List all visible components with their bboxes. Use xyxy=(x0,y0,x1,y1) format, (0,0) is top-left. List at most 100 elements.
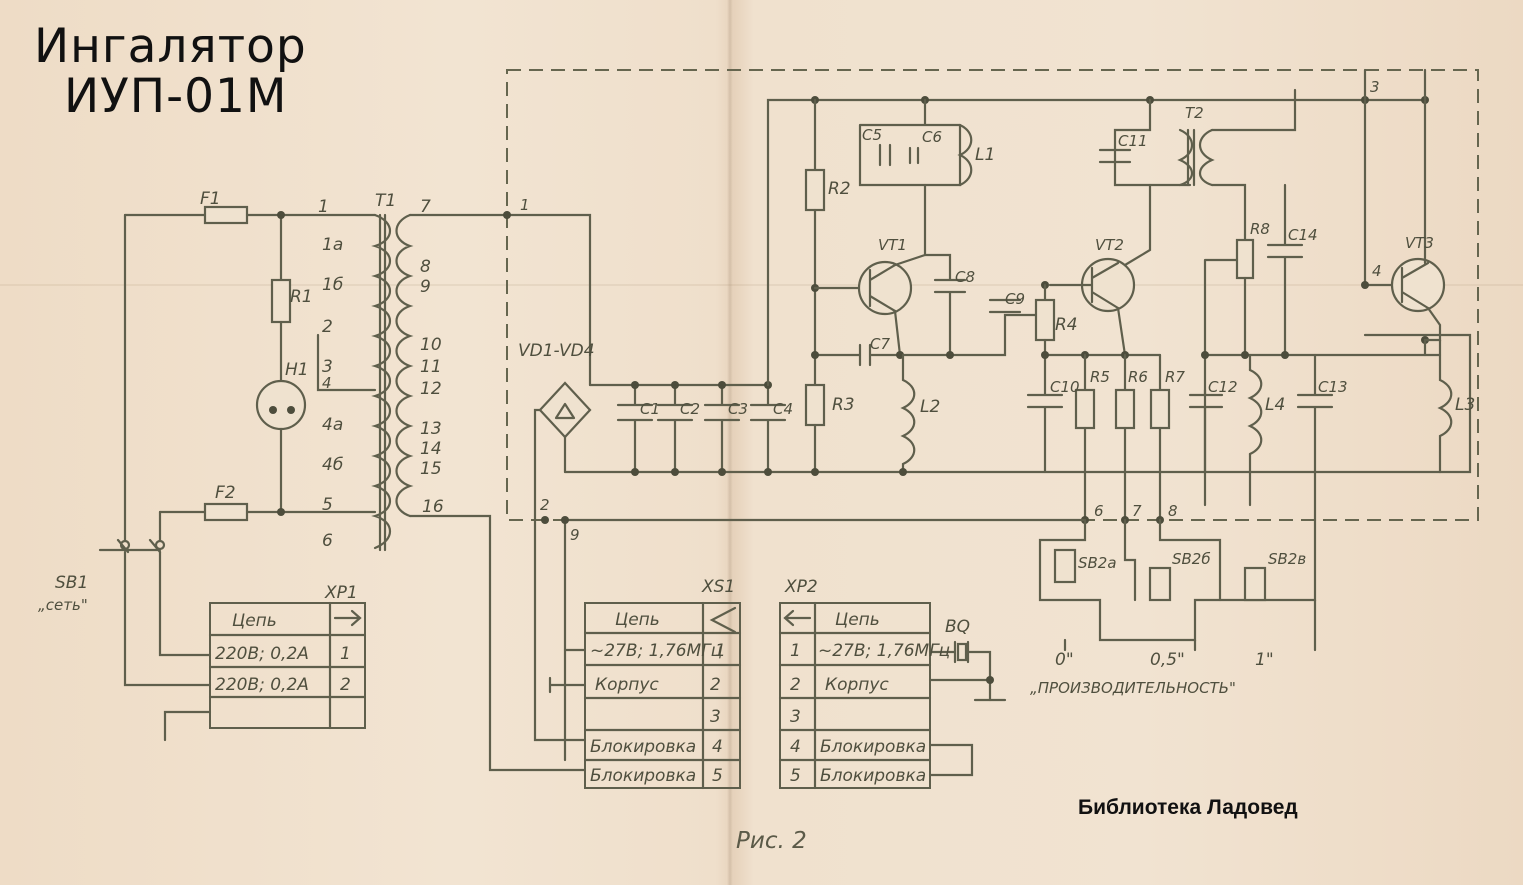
svg-text:C6: C6 xyxy=(922,128,942,146)
xp2-header: Цепь xyxy=(835,610,880,630)
transistor-labels: VT1 VT2 VT3 T2 xyxy=(878,104,1434,254)
performance-switches xyxy=(1038,518,1317,652)
oscillator-stage xyxy=(766,96,1429,476)
inductor-labels: L1 L2 L3 L4 xyxy=(920,145,1475,417)
svg-text:13: 13 xyxy=(420,419,442,439)
xp2-row2-circuit: Корпус xyxy=(825,675,889,695)
svg-text:0,5": 0,5" xyxy=(1150,650,1185,670)
svg-text:14: 14 xyxy=(420,439,442,459)
xp1-row2-circuit: 220В; 0,2А xyxy=(215,675,309,695)
primary-tap-labels: 1 1а 1б 2 3 4 4а 4б 5 6 xyxy=(318,197,343,551)
svg-text:1б: 1б xyxy=(322,275,343,295)
title-line-1: Ингалятор xyxy=(34,19,307,74)
resistor-r4 xyxy=(1034,298,1056,342)
xs1-row1-pin: 1 xyxy=(715,641,726,661)
button-labels: SB2а SB2б SB2в xyxy=(1078,550,1306,572)
label-f1: F1 xyxy=(200,189,221,209)
svg-text:10: 10 xyxy=(420,335,442,355)
transformer-t2-primary xyxy=(1177,128,1194,187)
svg-text:C7: C7 xyxy=(870,335,890,353)
table-xp1 xyxy=(208,601,367,730)
resistor-r6 xyxy=(1114,388,1136,430)
page-fold xyxy=(727,0,733,885)
svg-text:L3: L3 xyxy=(1455,395,1475,415)
svg-text:11: 11 xyxy=(420,357,442,377)
performance-labels: 0" 0,5" 1" „ПРОИЗВОДИТЕЛЬНОСТЬ" xyxy=(1030,650,1274,697)
mains-input xyxy=(98,205,377,742)
xs1-row1-circuit: ~27В; 1,76МГц xyxy=(590,641,722,661)
xp2-row4-pin: 4 xyxy=(790,737,801,757)
title-line-2: ИУП-01М xyxy=(64,69,288,124)
xs1-row4-pin: 4 xyxy=(712,737,723,757)
svg-text:16: 16 xyxy=(422,497,444,517)
xs1-row3-pin: 3 xyxy=(710,707,721,727)
svg-text:15: 15 xyxy=(420,459,442,479)
svg-text:VT1: VT1 xyxy=(878,236,907,254)
svg-text:R6: R6 xyxy=(1128,368,1148,386)
svg-text:L2: L2 xyxy=(920,397,940,417)
svg-text:3: 3 xyxy=(322,357,333,377)
table-xp2 xyxy=(778,601,932,790)
svg-text:R2: R2 xyxy=(828,179,851,199)
button-sb2b xyxy=(1148,566,1172,602)
svg-text:9: 9 xyxy=(570,526,580,544)
label-sb1: SB1 xyxy=(55,573,88,593)
xp1-row2-pin: 2 xyxy=(340,675,351,695)
svg-text:C12: C12 xyxy=(1208,378,1238,396)
label-bq: BQ xyxy=(945,617,970,637)
svg-text:R7: R7 xyxy=(1165,368,1185,386)
svg-text:4: 4 xyxy=(322,374,332,392)
fuse-f1 xyxy=(203,205,249,225)
secondary-tap-labels: 7 8 9 10 11 12 13 14 15 16 xyxy=(420,197,444,517)
xp2-row3-pin: 3 xyxy=(790,707,801,727)
svg-text:8: 8 xyxy=(420,257,431,277)
xp2-row4-circuit: Блокировка xyxy=(820,737,926,757)
svg-text:T2: T2 xyxy=(1185,104,1204,122)
svg-text:SB2в: SB2в xyxy=(1268,550,1306,568)
svg-text:6: 6 xyxy=(322,531,333,551)
svg-text:C4: C4 xyxy=(773,400,793,418)
svg-text:C8: C8 xyxy=(955,268,975,286)
svg-text:7: 7 xyxy=(1132,502,1142,520)
dashed-enclosure xyxy=(506,69,1479,521)
xp2-row1-pin: 1 xyxy=(790,641,801,661)
inductor-l4 xyxy=(1247,368,1263,456)
svg-text:3: 3 xyxy=(1370,78,1380,96)
bridge-rectifier xyxy=(503,211,1442,762)
label-t1: T1 xyxy=(375,191,396,211)
svg-text:4: 4 xyxy=(1372,262,1382,280)
inductor-l3 xyxy=(1437,338,1453,474)
xp1-name: XP1 xyxy=(324,583,358,603)
svg-text:R4: R4 xyxy=(1055,315,1078,335)
svg-text:C9: C9 xyxy=(1005,290,1025,308)
svg-text:1": 1" xyxy=(1255,650,1274,670)
library-credit: Библиотека Ладовед xyxy=(1078,796,1298,819)
svg-text:2: 2 xyxy=(322,317,333,337)
label-bridge: VD1-VD4 xyxy=(518,341,595,361)
xs1-row4-circuit: Блокировка xyxy=(590,737,696,757)
svg-text:7: 7 xyxy=(420,197,431,217)
capacitor-labels: C1 C2 C3 C4 C5 C6 C7 C8 C9 C10 C11 C12 C… xyxy=(640,126,1348,418)
svg-text:L4: L4 xyxy=(1265,395,1285,415)
lamp-h1 xyxy=(255,379,307,431)
transistor-vt3 xyxy=(1390,257,1446,313)
xs1-row2-pin: 2 xyxy=(710,675,721,695)
svg-text:2: 2 xyxy=(540,496,550,514)
tap-link xyxy=(316,333,377,392)
svg-text:5: 5 xyxy=(322,495,333,515)
xp1-row1-circuit: 220В; 0,2А xyxy=(215,644,309,664)
filter-capacitors xyxy=(616,381,787,476)
xp1-header: Цепь xyxy=(232,611,277,631)
svg-text:C2: C2 xyxy=(680,400,700,418)
resistor-r1 xyxy=(270,278,292,324)
xs1-row5-circuit: Блокировка xyxy=(590,766,696,786)
bridge-vd1-vd4 xyxy=(538,381,592,439)
label-sb1-sub: „сеть" xyxy=(38,596,88,614)
svg-text:C10: C10 xyxy=(1050,378,1080,396)
svg-text:12: 12 xyxy=(420,379,442,399)
svg-text:SB2а: SB2а xyxy=(1078,554,1117,572)
svg-text:4б: 4б xyxy=(322,455,343,475)
xp2-name: XP2 xyxy=(784,577,818,597)
